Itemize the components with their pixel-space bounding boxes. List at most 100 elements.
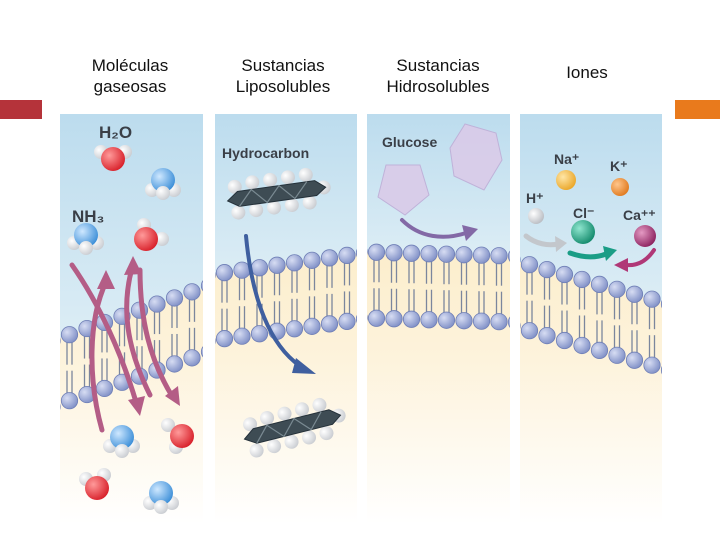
hydrogen-ion-arrowhead: [555, 236, 567, 252]
calcium-ion-arrow: [624, 248, 656, 268]
phospholipid-bilayer-4: [520, 256, 662, 375]
glucose-molecule-1: [377, 164, 430, 216]
header-water-line2: Hidrosolubles: [386, 77, 490, 96]
phospholipid-head: [660, 299, 662, 309]
water-molecule-3: [161, 418, 194, 454]
label-ammonia: NH₃: [72, 207, 104, 226]
glucose-arrow: [400, 218, 468, 239]
chloride-ion-arrow: [567, 250, 609, 260]
phospholipid-head: [385, 244, 403, 262]
phospholipid-head: [60, 337, 61, 344]
phospholipid-head: [233, 327, 251, 345]
phospholipid-head: [60, 403, 61, 410]
phospholipid-head: [402, 244, 421, 262]
label-potassium: K⁺: [610, 158, 628, 174]
phospholipid-head: [95, 379, 114, 398]
phospholipid-head: [338, 312, 356, 331]
gas-arrow-up-2: [124, 265, 153, 398]
phospholipid-head: [183, 349, 201, 367]
gas-arrows: [69, 262, 175, 433]
glucose-molecule-2: [449, 123, 503, 191]
hydrocarbon-molecule-inside: [243, 397, 346, 458]
panel-4: [520, 114, 662, 524]
phospholipid-head: [148, 295, 166, 313]
phospholipid-head: [520, 322, 539, 340]
phospholipid-head: [643, 356, 661, 374]
gas-arrow-down-1: [69, 262, 139, 405]
phospholipid-head: [625, 285, 644, 303]
phospholipid-head: [520, 256, 521, 263]
water-molecule-2: [134, 218, 169, 251]
calcium-ion: [634, 225, 656, 247]
ammonia-molecule-2: [67, 223, 104, 255]
phospholipid-head: [215, 264, 234, 282]
phospholipid-head: [60, 326, 79, 344]
phospholipid-head: [538, 327, 556, 345]
phospholipid-head: [60, 392, 79, 410]
phospholipid-head: [420, 245, 438, 263]
chloride-ion-arrowhead: [603, 246, 617, 261]
accent-bar-right: [675, 100, 720, 119]
gas-arrow-down-2: [137, 267, 175, 399]
phospholipid-head: [268, 256, 286, 274]
hydrogen-ion: [528, 208, 544, 224]
label-sodium: Na⁺: [554, 151, 579, 167]
header-gaseous-line1: Moléculas: [91, 56, 169, 75]
phospholipid-head: [420, 311, 438, 329]
phospholipid-head: [303, 251, 321, 269]
header-lipid-soluble: Sustancias Liposolubles: [208, 55, 358, 97]
phospholipid-head: [625, 351, 644, 369]
potassium-ion: [611, 178, 629, 196]
calcium-ion-arrowhead: [614, 258, 628, 272]
phospholipid-head: [573, 336, 591, 355]
phospholipid-head: [367, 243, 386, 261]
phospholipid-head: [608, 346, 626, 364]
phospholipid-bilayer-3: [367, 243, 510, 331]
glucose-arrowhead: [462, 225, 478, 241]
label-glucose: Glucose: [382, 134, 437, 150]
phospholipid-head: [437, 245, 456, 263]
phospholipid-head: [367, 314, 368, 321]
header-lipid-line1: Sustancias: [241, 56, 325, 75]
phospholipid-head: [437, 311, 456, 329]
header-ions: Iones: [512, 62, 662, 83]
phospholipid-head: [455, 312, 473, 330]
extracellular-region-4: [520, 114, 662, 302]
label-water: H₂O: [99, 123, 132, 142]
label-hydrocarbon: Hydrocarbon: [222, 145, 309, 161]
phospholipid-head: [385, 310, 403, 328]
gas-arrowheads: [97, 256, 180, 416]
phospholipid-head: [472, 312, 491, 330]
header-ions-line1: Iones: [566, 63, 608, 82]
gas-arrowhead-2: [124, 256, 142, 275]
phospholipid-head: [200, 346, 203, 358]
phospholipid-head: [520, 322, 521, 329]
phospholipid-head: [507, 316, 510, 328]
phospholipid-head: [320, 249, 339, 267]
gas-arrowhead-1: [97, 270, 115, 289]
phospholipid-head: [250, 259, 269, 277]
header-gaseous-line2: gaseosas: [93, 77, 167, 96]
hydrocarbon-arrow: [244, 234, 302, 368]
phospholipid-head: [355, 314, 357, 324]
phospholipid-head: [215, 337, 216, 345]
ammonia-molecule-1: [145, 168, 181, 200]
phospholipid-head: [165, 289, 184, 307]
phospholipid-head: [215, 271, 216, 279]
phospholipid-head: [660, 365, 662, 375]
phospholipid-head: [555, 265, 574, 284]
phospholipid-head: [303, 317, 321, 335]
header-water-line1: Sustancias: [396, 56, 480, 75]
header-water-soluble: Sustancias Hidrosolubles: [363, 55, 513, 97]
phospholipid-head: [285, 320, 304, 338]
phospholipid-bilayer-2: [215, 246, 357, 348]
sodium-ion: [556, 170, 576, 190]
phospholipid-head: [402, 310, 421, 328]
phospholipid-head: [555, 331, 574, 350]
phospholipid-head: [590, 275, 609, 293]
phospholipid-head: [608, 280, 626, 298]
phospholipid-head: [472, 246, 491, 264]
label-chloride: Cl⁻: [573, 205, 594, 221]
phospholipid-head: [490, 247, 508, 265]
